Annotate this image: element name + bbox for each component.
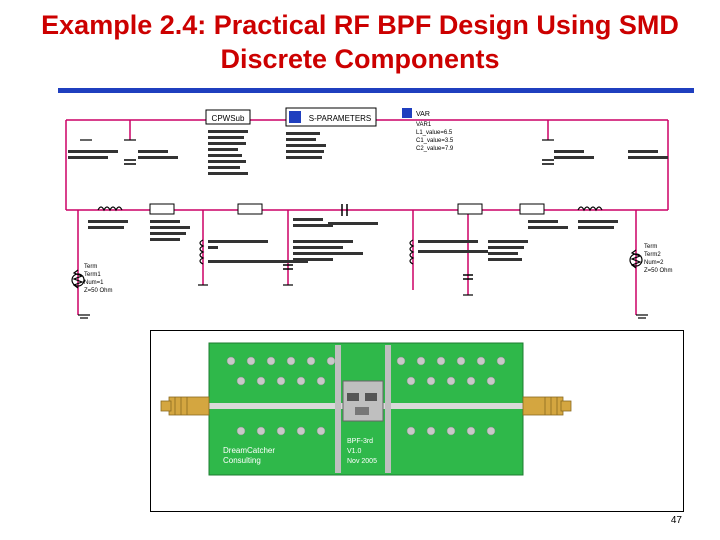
left-port-0: Term — [84, 264, 97, 270]
msub-title: CPWSub — [212, 114, 245, 123]
page-number: 47 — [670, 515, 682, 526]
sma-left — [160, 396, 210, 416]
right-port-0: Term — [644, 244, 657, 250]
pcb-label-3: Nov 2005 — [347, 458, 377, 465]
slide-title: Example 2.4: Practical RF BPF Design Usi… — [0, 8, 720, 76]
right-port-1: Term2 — [644, 252, 661, 258]
left-port-3: Z=50 Ohm — [84, 288, 113, 294]
var-line-4: C2_value=7.9 — [416, 146, 454, 152]
var-line-3: C1_value=3.5 — [416, 138, 454, 144]
var-line-1: VAR1 — [416, 122, 432, 128]
var-line-2: L1_value=6.5 — [416, 130, 453, 136]
left-port-2: Num=1 — [84, 280, 104, 286]
brand-line-2: Consulting — [223, 456, 261, 465]
right-port-3: Z=50 Ohm — [644, 268, 673, 274]
pcb-label-1: BPF-3rd — [347, 438, 373, 445]
title-line-2: Discrete Components — [220, 44, 500, 74]
pcb-photo: DreamCatcher Consulting BPF-3rd V1.0 Nov… — [150, 330, 684, 512]
title-line-1: Example 2.4: Practical RF BPF Design Usi… — [41, 10, 679, 40]
title-rule — [58, 88, 694, 93]
sparam-title: S-PARAMETERS — [309, 114, 372, 123]
msub-box — [205, 109, 251, 125]
sparam-icon — [289, 111, 301, 123]
schematic-diagram: CPWSub S-PARAMETERS VAR VAR1 L1_value=6.… — [65, 107, 673, 319]
var-title: VAR — [416, 111, 430, 118]
sma-right — [522, 396, 572, 416]
sparam-box — [285, 107, 377, 127]
var-icon — [402, 108, 412, 118]
brand-line-1: DreamCatcher — [223, 446, 275, 455]
left-port-1: Term1 — [84, 272, 101, 278]
pcb-label-2: V1.0 — [347, 448, 362, 455]
right-port-2: Num=2 — [644, 260, 664, 266]
vias — [226, 356, 506, 436]
